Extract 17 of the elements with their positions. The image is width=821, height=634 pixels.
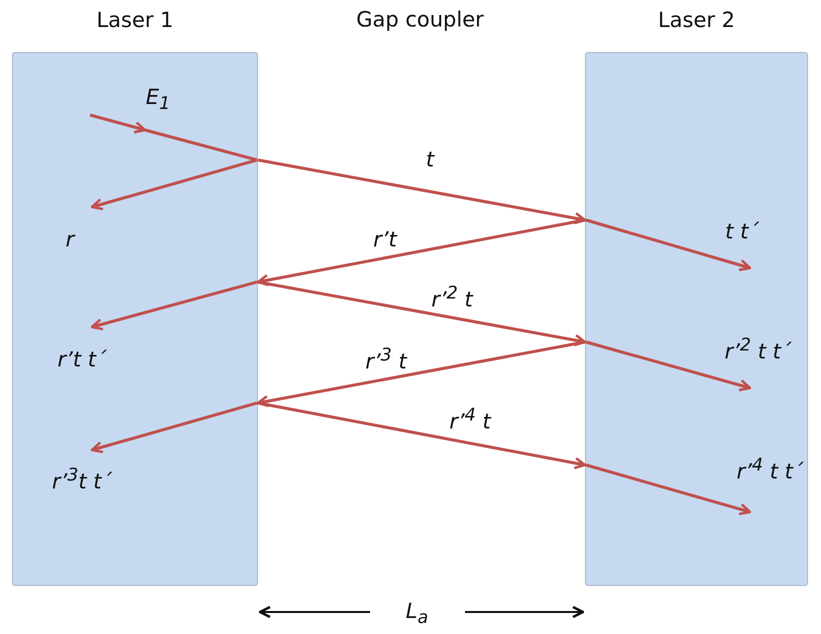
edge-label: r’$^{3}$ t bbox=[363, 346, 409, 374]
panel-title: Laser 1 bbox=[95, 8, 175, 32]
light-ray-arrow bbox=[258, 158, 586, 224]
dimension-label: L$_{a}$ bbox=[406, 600, 428, 628]
panel-title: Laser 2 bbox=[656, 8, 736, 32]
light-ray-arrow bbox=[256, 340, 586, 408]
field-label: E$_{1}$ bbox=[146, 86, 170, 114]
coefficient-label: r bbox=[66, 228, 74, 252]
light-ray-arrow bbox=[258, 402, 586, 470]
coefficient-label: r’$^{4}$ t t´ bbox=[736, 456, 804, 484]
coefficient-label: r’$^{3}$t t´ bbox=[52, 466, 112, 494]
coefficient-label: r’$^{2}$ t t´ bbox=[724, 336, 792, 364]
light-ray-arrow bbox=[256, 218, 586, 286]
coefficient-label: r’t t´ bbox=[58, 348, 106, 372]
gap-title: Gap coupler bbox=[356, 8, 484, 32]
coefficient-label: t t´ bbox=[725, 220, 759, 244]
light-ray-arrow bbox=[258, 280, 586, 346]
